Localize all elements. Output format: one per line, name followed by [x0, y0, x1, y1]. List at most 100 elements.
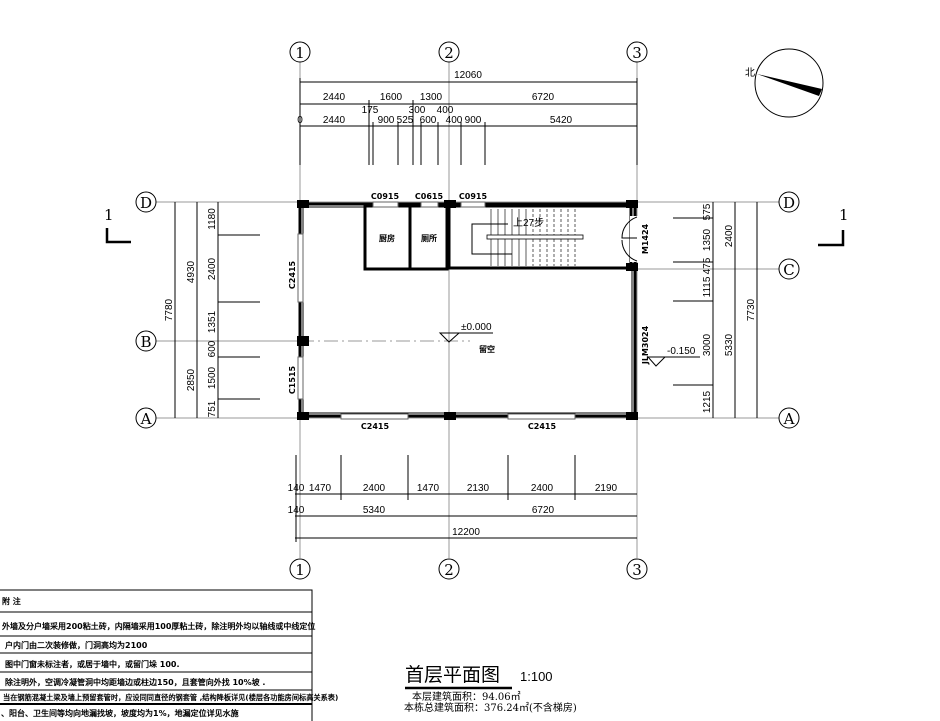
level-marks: ±0.000 -0.150	[438, 322, 700, 367]
label-top_dims-row3-7: 5420	[550, 115, 573, 126]
label-bottom_dims-row1-1: 1470	[309, 483, 332, 494]
label-top_dims-row2-1: 1600	[380, 92, 403, 103]
drawing-path	[818, 230, 845, 247]
drawing-circle	[135, 407, 157, 429]
label-levels-outside: -0.150	[667, 346, 696, 357]
section-mark-right: 1	[818, 206, 849, 247]
drawing-rect	[340, 413, 409, 420]
label-notes-items-1: 户内门由二次装修做，门洞高均为2100	[5, 640, 148, 650]
label-left_dims-inner-5: 751	[207, 400, 218, 417]
label-right_dims-inner-5: 1215	[702, 390, 713, 413]
label-right_dims-total: 7730	[746, 298, 757, 321]
label-axes-row-2: B	[140, 333, 151, 351]
label-right_dims-inner-2: 475	[702, 257, 713, 274]
drawing-path	[471, 223, 512, 255]
label-axes-row-0: D	[140, 194, 152, 212]
label-axes-row-1: C	[783, 261, 794, 279]
room-label-kitchen: 厨房	[379, 233, 395, 243]
label-windows-top-2: C0915	[459, 192, 488, 201]
label-right_dims-mid-0: 2400	[724, 224, 735, 247]
label-section_mark: 1	[839, 206, 849, 224]
label-right_dims-mid-1: 5330	[724, 333, 735, 356]
bottom-dimensions: 140 1470 2400 1470 2130 2400 2190 140 53…	[288, 455, 637, 542]
drawing-circle	[135, 330, 157, 352]
drawing-circle	[754, 48, 824, 118]
label-bottom_dims-row2-1: 5340	[363, 505, 386, 516]
label-notes-items-3: 除注明外，空调冷凝管洞中均距墙边或柱边150，且套管向外找 10%坡 .	[5, 677, 265, 687]
drawing-circle	[438, 558, 460, 580]
drawing-rect	[297, 356, 304, 400]
label-left_dims-mid-0: 4930	[186, 260, 197, 283]
label-rooms-stair: 上27步	[513, 217, 544, 229]
section-mark-left: 1	[104, 206, 131, 244]
north-arrow-icon: 北	[745, 48, 824, 118]
label-windows-top-0: C0915	[371, 192, 400, 201]
label-top_dims-row3-3: 525	[397, 115, 414, 126]
drawing-rect	[630, 216, 638, 262]
drawing-rect	[297, 233, 304, 303]
label-axes-col-0: 1	[295, 44, 305, 62]
label-top_dims-small-0: 175	[362, 105, 379, 116]
label-windows-top-1: C0615	[415, 192, 444, 201]
drawing-rect	[460, 201, 486, 208]
room-label-toilet: 厕所	[421, 233, 437, 243]
label-notes-items-2: 图中门窗未标注者，或居于墙中，或留门垛 100.	[5, 659, 180, 669]
label-bottom_dims-total: 12200	[452, 527, 480, 538]
label-axes-col-2: 3	[632, 44, 642, 62]
label-right_dims-inner-0: 575	[702, 203, 713, 220]
label-bottom_dims-row2-0: 140	[288, 505, 305, 516]
label-top_dims-total: 12060	[454, 70, 482, 81]
drawing-path	[646, 356, 700, 367]
label-bottom_dims-row1-4: 2130	[467, 483, 490, 494]
label-title-floor_area: 本层建筑面积：94.06㎡	[412, 690, 521, 703]
label-left_dims-total: 7780	[164, 298, 175, 321]
left-dimensions: 7780 4930 2850 1180 2400 1351 600 1500 7…	[164, 202, 260, 418]
label-title-name: 首层平面图	[405, 664, 500, 686]
label-bottom_dims-row2-2: 6720	[532, 505, 555, 516]
axis-bubbles: 1 2 3 1 2 3 D B A D C A	[135, 41, 800, 580]
drawing-title: 首层平面图 1:100 本层建筑面积：94.06㎡ 本栋总建筑面积：376.24…	[404, 664, 577, 714]
label-bottom_dims-row1-0: 140	[288, 483, 305, 494]
drawing-rect	[297, 200, 309, 208]
drawing-rect	[420, 201, 439, 208]
drawing-rect	[626, 263, 638, 271]
label-doors-entry: M1424	[641, 223, 650, 254]
label-notes-items-0: 外墙及分户墙采用200粘土砖，内隔墙采用100厚粘土砖，除注明外均以轴线或中线定…	[2, 621, 315, 631]
drawing-rect	[372, 201, 399, 208]
label-windows-bottom-1: C2415	[528, 422, 557, 431]
drawing-circle	[135, 191, 157, 213]
label-axes-col-1: 2	[444, 44, 454, 62]
label-axes-col-0: 1	[295, 561, 305, 579]
label-axes-row-3: A	[140, 410, 152, 428]
label-windows-left-1: C1515	[288, 366, 297, 395]
drawing-circle	[289, 558, 311, 580]
stair: 上27步	[471, 209, 584, 266]
drawing-rect	[0, 589, 313, 721]
drawing-rect	[507, 413, 576, 420]
label-bottom_dims-row1-2: 2400	[363, 483, 386, 494]
label-top_dims-row3-4: 600	[420, 115, 437, 126]
drawing-path	[757, 74, 822, 96]
label-axes-row-0: D	[783, 194, 795, 212]
label-bottom_dims-row1-5: 2400	[531, 483, 554, 494]
label-top_dims-row3-6: 900	[465, 115, 482, 126]
label-title-total_area: 本栋总建筑面积：376.24㎡(不含梯房)	[404, 701, 577, 714]
label-top_dims-row2-3: 6720	[532, 92, 555, 103]
drawing-circle	[778, 191, 800, 213]
drawing-circle	[778, 258, 800, 280]
label-bottom_dims-row1-6: 2190	[595, 483, 618, 494]
label-left_dims-mid-1: 2850	[186, 368, 197, 391]
label-top_dims-row2-2: 1300	[420, 92, 443, 103]
drawing-circle	[626, 558, 648, 580]
label-notes-items-4: 当在钢筋混凝土梁及墙上预留套管时，应设同同直径的钢套管 ,结构降板详见(楼层各功…	[3, 693, 338, 702]
label-top_dims-row3-0: 0	[297, 115, 303, 126]
right-dimensions: 575 1350 475 1115 3000 1215 2400 5330 77…	[673, 202, 758, 418]
label-axes-col-1: 2	[444, 561, 454, 579]
drawing-path	[621, 216, 638, 262]
top-dimensions: 12060 2440 1600 1300 6720 175 300 400 0 …	[297, 70, 638, 165]
label-windows-bottom-0: C2415	[361, 422, 390, 431]
walls	[297, 200, 638, 420]
drawing-rect	[626, 200, 638, 208]
label-left_dims-inner-1: 2400	[207, 257, 218, 280]
